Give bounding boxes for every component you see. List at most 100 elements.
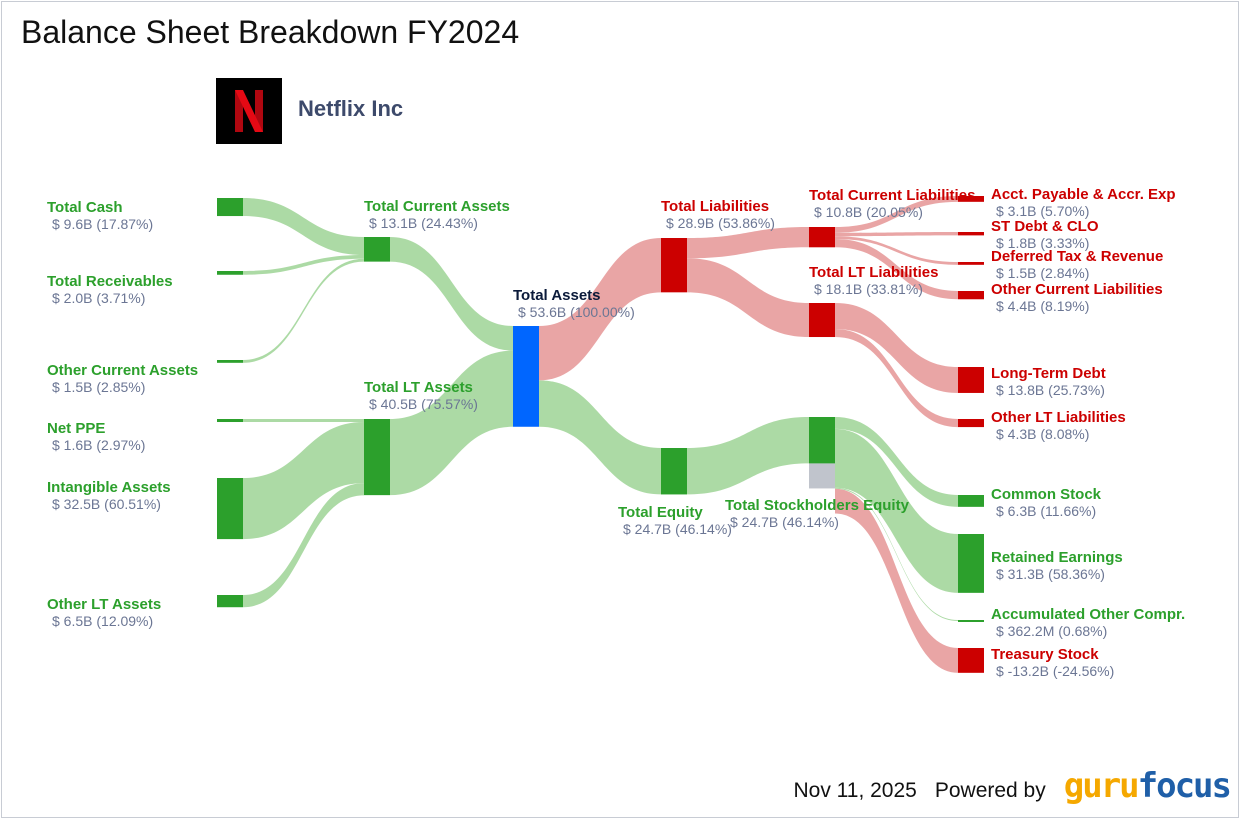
link-tcl-to-ap[interactable] bbox=[835, 196, 958, 233]
node-value-std: $ 1.8B (3.33%) bbox=[996, 235, 1089, 251]
node-name-ocl: Other Current Liabilities bbox=[991, 281, 1163, 298]
node-olta[interactable] bbox=[217, 595, 243, 608]
link-te-to-tse[interactable] bbox=[687, 417, 809, 495]
node-name-cash: Total Cash bbox=[47, 199, 123, 216]
node-name-tca: Total Current Assets bbox=[364, 198, 510, 215]
link-tca-to-ta[interactable] bbox=[390, 237, 513, 351]
node-value-tse: $ 24.7B (46.14%) bbox=[730, 514, 839, 530]
node-name-ts: Treasury Stock bbox=[991, 646, 1099, 663]
node-value-recv: $ 2.0B (3.71%) bbox=[52, 290, 145, 306]
link-tse-to-aoci[interactable] bbox=[835, 487, 958, 621]
node-name-cs: Common Stock bbox=[991, 486, 1102, 503]
node-name-oltl: Other LT Liabilities bbox=[991, 409, 1126, 426]
node-value-cs: $ 6.3B (11.66%) bbox=[996, 503, 1096, 519]
node-name-ap: Acct. Payable & Accr. Exp bbox=[991, 186, 1176, 203]
link-tcl-to-std[interactable] bbox=[835, 232, 958, 237]
node-cash[interactable] bbox=[217, 198, 243, 217]
node-cs[interactable] bbox=[958, 495, 984, 507]
company-name: Netflix Inc bbox=[298, 96, 404, 121]
node-value-ppe: $ 1.6B (2.97%) bbox=[52, 437, 145, 453]
node-name-dtr: Deferred Tax & Revenue bbox=[991, 248, 1163, 265]
link-tse-to-ts[interactable] bbox=[835, 488, 958, 673]
link-tla-to-ta[interactable] bbox=[390, 350, 513, 496]
node-value-oltl: $ 4.3B (8.08%) bbox=[996, 426, 1089, 442]
node-value-intang: $ 32.5B (60.51%) bbox=[52, 496, 161, 512]
node-value-tcl: $ 10.8B (20.05%) bbox=[814, 204, 923, 220]
node-ltd[interactable] bbox=[958, 367, 984, 393]
node-ts[interactable] bbox=[958, 648, 984, 673]
link-tl-to-tltl[interactable] bbox=[687, 258, 809, 338]
node-value-oca: $ 1.5B (2.85%) bbox=[52, 379, 145, 395]
node-name-recv: Total Receivables bbox=[47, 273, 173, 290]
node-tla[interactable] bbox=[364, 419, 390, 496]
node-value-ta: $ 53.6B (100.00%) bbox=[518, 304, 635, 320]
brand-part-b: focus bbox=[1137, 766, 1232, 806]
nodes-layer bbox=[217, 196, 984, 673]
link-ta-to-te[interactable] bbox=[539, 380, 661, 495]
link-tl-to-tcl[interactable] bbox=[687, 227, 809, 259]
node-std[interactable] bbox=[958, 232, 984, 236]
netflix-logo bbox=[216, 78, 282, 144]
gurufocus-logo[interactable]: gurufocus bbox=[1063, 766, 1232, 806]
node-ta[interactable] bbox=[513, 326, 539, 427]
node-value-ocl: $ 4.4B (8.19%) bbox=[996, 298, 1089, 314]
link-tse-to-cs[interactable] bbox=[835, 417, 958, 507]
node-name-ppe: Net PPE bbox=[47, 420, 105, 437]
powered-by-text: Powered by bbox=[934, 779, 1046, 802]
link-tcl-to-ocl[interactable] bbox=[835, 239, 958, 300]
node-value-cash: $ 9.6B (17.87%) bbox=[52, 216, 153, 232]
node-oca[interactable] bbox=[217, 360, 243, 363]
node-name-ta: Total Assets bbox=[513, 287, 601, 304]
link-cash-to-tca[interactable] bbox=[243, 198, 364, 256]
links-layer bbox=[243, 196, 958, 673]
node-name-tla: Total LT Assets bbox=[364, 379, 473, 396]
node-aoci[interactable] bbox=[958, 620, 984, 622]
node-value-tl: $ 28.9B (53.86%) bbox=[666, 215, 775, 231]
link-ppe-to-tla[interactable] bbox=[243, 419, 364, 423]
node-intang[interactable] bbox=[217, 478, 243, 540]
node-value-tca: $ 13.1B (24.43%) bbox=[369, 215, 478, 231]
labels-layer: Total Cash$ 9.6B (17.87%) Total Receivabl… bbox=[47, 186, 1185, 679]
node-tl[interactable] bbox=[661, 238, 687, 293]
footer-date: Nov 11, 2025 bbox=[793, 779, 917, 802]
node-tca[interactable] bbox=[364, 237, 390, 262]
node-name-tltl: Total LT Liabilities bbox=[809, 264, 938, 281]
node-value-aoci: $ 362.2M (0.68%) bbox=[996, 623, 1107, 639]
link-olta-to-tla[interactable] bbox=[243, 483, 364, 608]
link-tcl-to-dtr[interactable] bbox=[835, 236, 958, 265]
node-name-te: Total Equity bbox=[618, 504, 703, 521]
link-ta-to-tl[interactable] bbox=[539, 238, 661, 381]
brand-part-a: guru bbox=[1063, 766, 1140, 806]
node-re[interactable] bbox=[958, 534, 984, 593]
node-value-ts: $ -13.2B (-24.56%) bbox=[996, 663, 1114, 679]
link-tltl-to-ltd[interactable] bbox=[835, 303, 958, 393]
node-name-aoci: Accumulated Other Compr. bbox=[991, 606, 1185, 623]
netflix-n-icon bbox=[235, 90, 263, 132]
node-name-tl: Total Liabilities bbox=[661, 198, 769, 215]
link-tltl-to-oltl[interactable] bbox=[835, 328, 958, 428]
node-value-te: $ 24.7B (46.14%) bbox=[623, 521, 732, 537]
footer: Nov 11, 2025 Powered by gurufocus bbox=[793, 766, 1232, 806]
link-intang-to-tla[interactable] bbox=[243, 422, 364, 540]
node-te[interactable] bbox=[661, 448, 687, 495]
node-recv[interactable] bbox=[217, 271, 243, 275]
node-value-ap: $ 3.1B (5.70%) bbox=[996, 203, 1089, 219]
node-name-tse: Total Stockholders Equity bbox=[725, 497, 910, 514]
node-name-tcl: Total Current Liabilities bbox=[809, 187, 975, 204]
node-name-re: Retained Earnings bbox=[991, 549, 1123, 566]
node-ppe[interactable] bbox=[217, 419, 243, 423]
node-oltl[interactable] bbox=[958, 419, 984, 428]
node-tse[interactable] bbox=[809, 417, 835, 464]
node-value-dtr: $ 1.5B (2.84%) bbox=[996, 265, 1089, 281]
link-recv-to-tca[interactable] bbox=[243, 255, 364, 275]
link-tse-to-re[interactable] bbox=[835, 428, 958, 593]
node-dtr[interactable] bbox=[958, 262, 984, 265]
link-oca-to-tca[interactable] bbox=[243, 258, 364, 363]
node-ap[interactable] bbox=[958, 196, 984, 202]
node-tcl[interactable] bbox=[809, 227, 835, 248]
node-name-oca: Other Current Assets bbox=[47, 362, 198, 379]
node-tltl[interactable] bbox=[809, 303, 835, 338]
node-value-tla: $ 40.5B (75.57%) bbox=[369, 396, 478, 412]
node-ocl[interactable] bbox=[958, 291, 984, 300]
